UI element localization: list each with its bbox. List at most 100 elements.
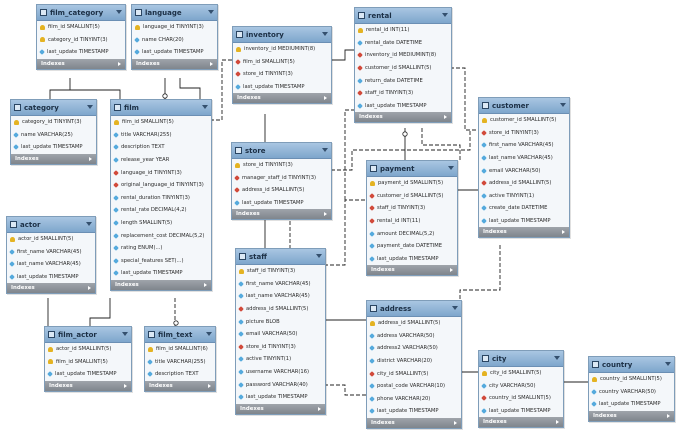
column-row[interactable]: last_update TIMESTAMP xyxy=(367,253,457,266)
column-row[interactable]: category_id TINYINT(3) xyxy=(11,116,96,129)
column-row[interactable]: last_update TIMESTAMP xyxy=(367,405,461,418)
column-row[interactable]: last_update TIMESTAMP xyxy=(37,46,125,59)
expand-arrow-icon[interactable] xyxy=(124,383,127,388)
indexes-footer[interactable]: Indexes xyxy=(589,410,674,421)
table-header[interactable]: film_category xyxy=(37,5,125,21)
expand-arrow-icon[interactable] xyxy=(89,156,92,161)
expand-arrow-icon[interactable] xyxy=(208,383,211,388)
column-row[interactable]: staff_id TINYINT(3) xyxy=(355,87,451,100)
column-row[interactable]: address_id SMALLINT(5) xyxy=(236,303,325,316)
column-row[interactable]: description TEXT xyxy=(111,141,211,154)
indexes-footer[interactable]: Indexes xyxy=(355,112,451,123)
column-row[interactable]: name CHAR(20) xyxy=(132,34,217,47)
column-row[interactable]: last_update TIMESTAMP xyxy=(233,81,331,94)
column-row[interactable]: name VARCHAR(25) xyxy=(11,129,96,142)
collapse-arrow-icon[interactable] xyxy=(665,362,671,366)
column-row[interactable]: phone VARCHAR(20) xyxy=(367,393,461,406)
table-header[interactable]: actor xyxy=(7,217,95,233)
column-row[interactable]: last_update TIMESTAMP xyxy=(111,267,211,280)
column-row[interactable]: address_id SMALLINT(5) xyxy=(479,177,569,190)
column-row[interactable]: staff_id TINYINT(3) xyxy=(236,265,325,278)
column-row[interactable]: district VARCHAR(20) xyxy=(367,355,461,368)
column-row[interactable]: city_id SMALLINT(5) xyxy=(367,367,461,380)
indexes-footer[interactable]: Indexes xyxy=(145,380,215,391)
column-row[interactable]: payment_id SMALLINT(5) xyxy=(367,177,457,190)
collapse-arrow-icon[interactable] xyxy=(316,254,322,258)
table-header[interactable]: film_text xyxy=(145,327,215,343)
column-row[interactable]: last_name VARCHAR(45) xyxy=(236,290,325,303)
column-row[interactable]: create_date DATETIME xyxy=(479,202,569,215)
table-header[interactable]: rental xyxy=(355,8,451,24)
column-row[interactable]: first_name VARCHAR(45) xyxy=(236,278,325,291)
column-row[interactable]: address_id SMALLINT(5) xyxy=(232,184,331,197)
table-header[interactable]: category xyxy=(11,100,96,116)
indexes-footer[interactable]: Indexes xyxy=(479,417,563,428)
column-row[interactable]: film_id SMALLINT(5) xyxy=(233,56,331,69)
collapse-arrow-icon[interactable] xyxy=(202,105,208,109)
collapse-arrow-icon[interactable] xyxy=(206,332,212,336)
column-row[interactable]: description TEXT xyxy=(145,368,215,381)
column-row[interactable]: email VARCHAR(50) xyxy=(479,164,569,177)
expand-arrow-icon[interactable] xyxy=(556,420,559,425)
column-row[interactable]: language_id TINYINT(3) xyxy=(132,21,217,34)
column-row[interactable]: last_update TIMESTAMP xyxy=(45,368,131,381)
column-row[interactable]: actor_id SMALLINT(5) xyxy=(45,343,131,356)
table-header[interactable]: city xyxy=(479,351,563,367)
expand-arrow-icon[interactable] xyxy=(450,268,453,273)
indexes-footer[interactable]: Indexes xyxy=(132,58,217,69)
table-header[interactable]: language xyxy=(132,5,217,21)
indexes-footer[interactable]: Indexes xyxy=(232,209,331,220)
indexes-footer[interactable]: Indexes xyxy=(7,283,95,294)
column-row[interactable]: inventory_id MEDIUMINT(8) xyxy=(355,49,451,62)
expand-arrow-icon[interactable] xyxy=(667,413,670,418)
column-row[interactable]: address_id SMALLINT(5) xyxy=(367,317,461,330)
column-row[interactable]: postal_code VARCHAR(10) xyxy=(367,380,461,393)
expand-arrow-icon[interactable] xyxy=(444,115,447,120)
table-header[interactable]: film_actor xyxy=(45,327,131,343)
column-row[interactable]: release_year YEAR xyxy=(111,154,211,167)
indexes-footer[interactable]: Indexes xyxy=(367,417,461,428)
column-row[interactable]: replacement_cost DECIMAL(5,2) xyxy=(111,229,211,242)
collapse-arrow-icon[interactable] xyxy=(322,32,328,36)
column-row[interactable]: last_update TIMESTAMP xyxy=(232,197,331,210)
column-row[interactable]: inventory_id MEDIUMINT(8) xyxy=(233,43,331,56)
column-row[interactable]: last_update TIMESTAMP xyxy=(236,391,325,404)
collapse-arrow-icon[interactable] xyxy=(448,166,454,170)
column-row[interactable]: last_update TIMESTAMP xyxy=(11,141,96,154)
column-row[interactable]: staff_id TINYINT(3) xyxy=(367,202,457,215)
column-row[interactable]: first_name VARCHAR(45) xyxy=(7,246,95,259)
column-row[interactable]: address VARCHAR(50) xyxy=(367,330,461,343)
collapse-arrow-icon[interactable] xyxy=(87,105,93,109)
table-header[interactable]: store xyxy=(232,143,331,159)
column-row[interactable]: first_name VARCHAR(45) xyxy=(479,139,569,152)
table-header[interactable]: country xyxy=(589,357,674,373)
column-row[interactable]: store_id TINYINT(3) xyxy=(233,68,331,81)
expand-arrow-icon[interactable] xyxy=(210,61,213,66)
column-row[interactable]: category_id TINYINT(3) xyxy=(37,34,125,47)
column-row[interactable]: last_name VARCHAR(45) xyxy=(479,152,569,165)
column-row[interactable]: city_id SMALLINT(5) xyxy=(479,367,563,380)
table-header[interactable]: payment xyxy=(367,161,457,177)
table-header[interactable]: inventory xyxy=(233,27,331,43)
indexes-footer[interactable]: Indexes xyxy=(45,380,131,391)
column-row[interactable]: last_update TIMESTAMP xyxy=(7,271,95,284)
expand-arrow-icon[interactable] xyxy=(324,212,327,217)
indexes-footer[interactable]: Indexes xyxy=(236,403,325,414)
column-row[interactable]: username VARCHAR(16) xyxy=(236,366,325,379)
column-row[interactable]: manager_staff_id TINYINT(3) xyxy=(232,172,331,185)
column-row[interactable]: rental_date DATETIME xyxy=(355,37,451,50)
column-row[interactable]: active TINYINT(1) xyxy=(236,353,325,366)
collapse-arrow-icon[interactable] xyxy=(452,306,458,310)
column-row[interactable]: last_update TIMESTAMP xyxy=(355,100,451,113)
collapse-arrow-icon[interactable] xyxy=(554,356,560,360)
column-row[interactable]: last_name VARCHAR(45) xyxy=(7,258,95,271)
